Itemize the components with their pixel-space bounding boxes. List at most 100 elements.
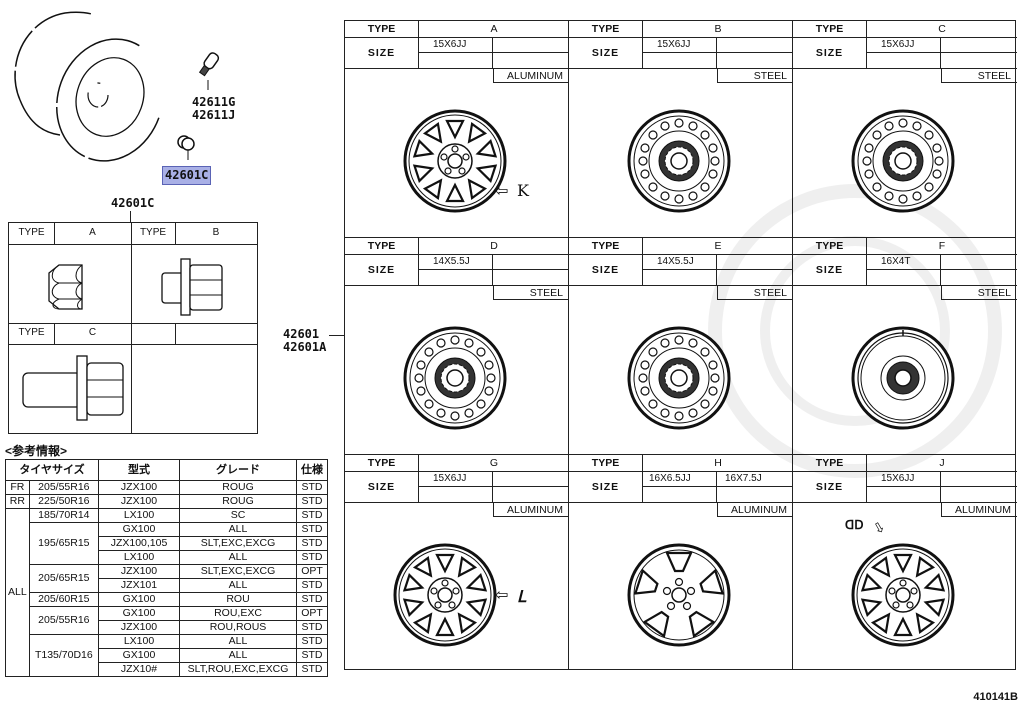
material-label: ALUMINUM [941, 503, 1017, 517]
part-number-valve-2[interactable]: 42611J [192, 108, 236, 122]
cell-spec: STD [296, 592, 328, 607]
table-header-row: タイヤサイズ 型式 グレード 仕様 [5, 459, 328, 481]
cell-spec: OPT [296, 606, 328, 621]
cell-grade: ROU,EXC [179, 606, 297, 621]
size-blank [867, 53, 941, 69]
size-label: SIZE [345, 255, 419, 286]
size-value-2 [493, 38, 569, 53]
part-number-hub-nut-highlighted[interactable]: 42601C [162, 166, 212, 185]
size-blank [941, 270, 1017, 286]
type-value: C [867, 21, 1017, 38]
wheel-cell-d[interactable]: TYPE D SIZE 14X5.5J STEEL [345, 238, 569, 455]
cell-grade: ALL [179, 522, 297, 537]
header-spec: 仕様 [296, 459, 328, 481]
wheel-cell-h[interactable]: TYPE H SIZE 16X6.5JJ 16X7.5J ALUMINUM [569, 455, 793, 672]
cell-spec: STD [296, 648, 328, 663]
size-value-2 [493, 472, 569, 487]
size-value-2 [493, 255, 569, 270]
table-row: JZX100,105 SLT,EXC,EXCG STD [6, 536, 328, 551]
part-number-valve-1[interactable]: 42611G [192, 95, 236, 109]
hub-nut-icon [177, 135, 195, 160]
alloy-5-spoke-wheel-icon [627, 543, 731, 647]
size-label: SIZE [345, 38, 419, 69]
wheel-cell-f[interactable]: TYPE F SIZE 16X4T STEEL [793, 238, 1017, 455]
steel-wheel-icon [851, 109, 955, 213]
callout-l-label: ᒪ [517, 589, 526, 606]
material-label: ALUMINUM [493, 503, 569, 517]
cell-grade: ROUG [179, 494, 297, 509]
cell-tire: 225/50R16 [28, 494, 100, 509]
size-value-1: 15X6JJ [643, 38, 717, 53]
cell-grade: ALL [179, 648, 297, 663]
cell-spec: STD [296, 578, 328, 593]
nut-type-c-label: TYPE [18, 327, 45, 338]
part-number-wheel-2[interactable]: 42601A [283, 340, 327, 354]
size-value-1: 14X5.5J [643, 255, 717, 270]
type-label: TYPE [345, 455, 419, 472]
cell-model: JZX100 [98, 494, 180, 509]
nut-type-b-label: TYPE [139, 227, 167, 238]
wheel-cell-a[interactable]: TYPE A SIZE 15X6JJ ALUMINUM ⇦ K [345, 21, 569, 238]
cell-grade: ALL [179, 634, 297, 649]
type-label: TYPE [793, 21, 867, 38]
cell-tire: 195/65R15 [28, 522, 100, 565]
table-row: GX100 ALL STD [6, 648, 328, 663]
type-label: TYPE [569, 455, 643, 472]
cell-spec: STD [296, 536, 328, 551]
table-row: FR 205/55R16 JZX100 ROUG STD [5, 480, 328, 495]
nut-type-b-drawing [161, 258, 223, 316]
nut-type-c-value: C [88, 327, 97, 338]
material-label: STEEL [493, 286, 569, 300]
size-value-2 [941, 255, 1017, 270]
callout-arrow-icon: ⇦ [495, 183, 509, 200]
cell-grade: ALL [179, 578, 297, 593]
tire-wheel-illustration [14, 11, 165, 162]
cell-spec: STD [296, 550, 328, 565]
steel-wheel-icon [627, 109, 731, 213]
cell-model: GX100 [98, 606, 180, 621]
wheel-cell-g[interactable]: TYPE G SIZE 15X6JJ ALUMINUM ⇦ ᒪ [345, 455, 569, 672]
cell-model: JZX10# [98, 662, 180, 677]
cell-model: JZX100,105 [98, 536, 180, 551]
cell-model: LX100 [98, 508, 180, 523]
cell-model: JZX100 [98, 480, 180, 495]
material-label: ALUMINUM [493, 69, 569, 83]
material-label: STEEL [717, 69, 793, 83]
type-value: F [867, 238, 1017, 255]
cell-model: GX100 [98, 648, 180, 663]
size-blank [717, 487, 793, 503]
type-label: TYPE [569, 238, 643, 255]
size-label: SIZE [345, 472, 419, 503]
cell-spec: STD [296, 620, 328, 635]
type-value: A [419, 21, 569, 38]
size-value-2 [717, 38, 793, 53]
part-number-hub-nut-group[interactable]: 42601C [111, 196, 155, 210]
size-value-2 [717, 255, 793, 270]
wheel-cell-b[interactable]: TYPE B SIZE 15X6JJ STEEL [569, 21, 793, 238]
cell-tire: 205/55R16 [28, 480, 100, 495]
size-blank [419, 487, 493, 503]
table-row: T135/70D16 LX100 ALL STD [6, 634, 328, 677]
steel-wheel-icon [627, 326, 731, 430]
type-value: B [643, 21, 793, 38]
type-label: TYPE [345, 238, 419, 255]
wheel-cell-c[interactable]: TYPE C SIZE 15X6JJ STEEL [793, 21, 1017, 238]
type-label: TYPE [793, 455, 867, 472]
size-blank [717, 270, 793, 286]
alloy-10-spoke-wheel-icon [851, 543, 955, 647]
cell-model: JZX100 [98, 620, 180, 635]
header-model: 型式 [98, 459, 180, 481]
size-blank [717, 53, 793, 69]
header-grade: グレード [179, 459, 297, 481]
cell-spec: STD [296, 494, 328, 509]
cell-tire: 205/60R15 [28, 592, 100, 607]
nut-type-grid: TYPE A TYPE B TYPE C [8, 222, 258, 434]
part-number-wheel-1[interactable]: 42601 [283, 327, 320, 341]
table-row: 205/65R15 JZX100 SLT,EXC,EXCG OPT [6, 564, 328, 593]
wheel-cell-j[interactable]: TYPE J SIZE 15X6JJ ALUMINUM ᗡᗞ ⇦ [793, 455, 1017, 672]
reference-info-table: タイヤサイズ 型式 グレード 仕様 FR 205/55R16 JZX100 RO… [5, 459, 328, 677]
wheel-cell-e[interactable]: TYPE E SIZE 14X5.5J STEEL [569, 238, 793, 455]
size-value-1: 16X4T [867, 255, 941, 270]
size-blank [493, 53, 569, 69]
cell-model: JZX101 [98, 578, 180, 593]
